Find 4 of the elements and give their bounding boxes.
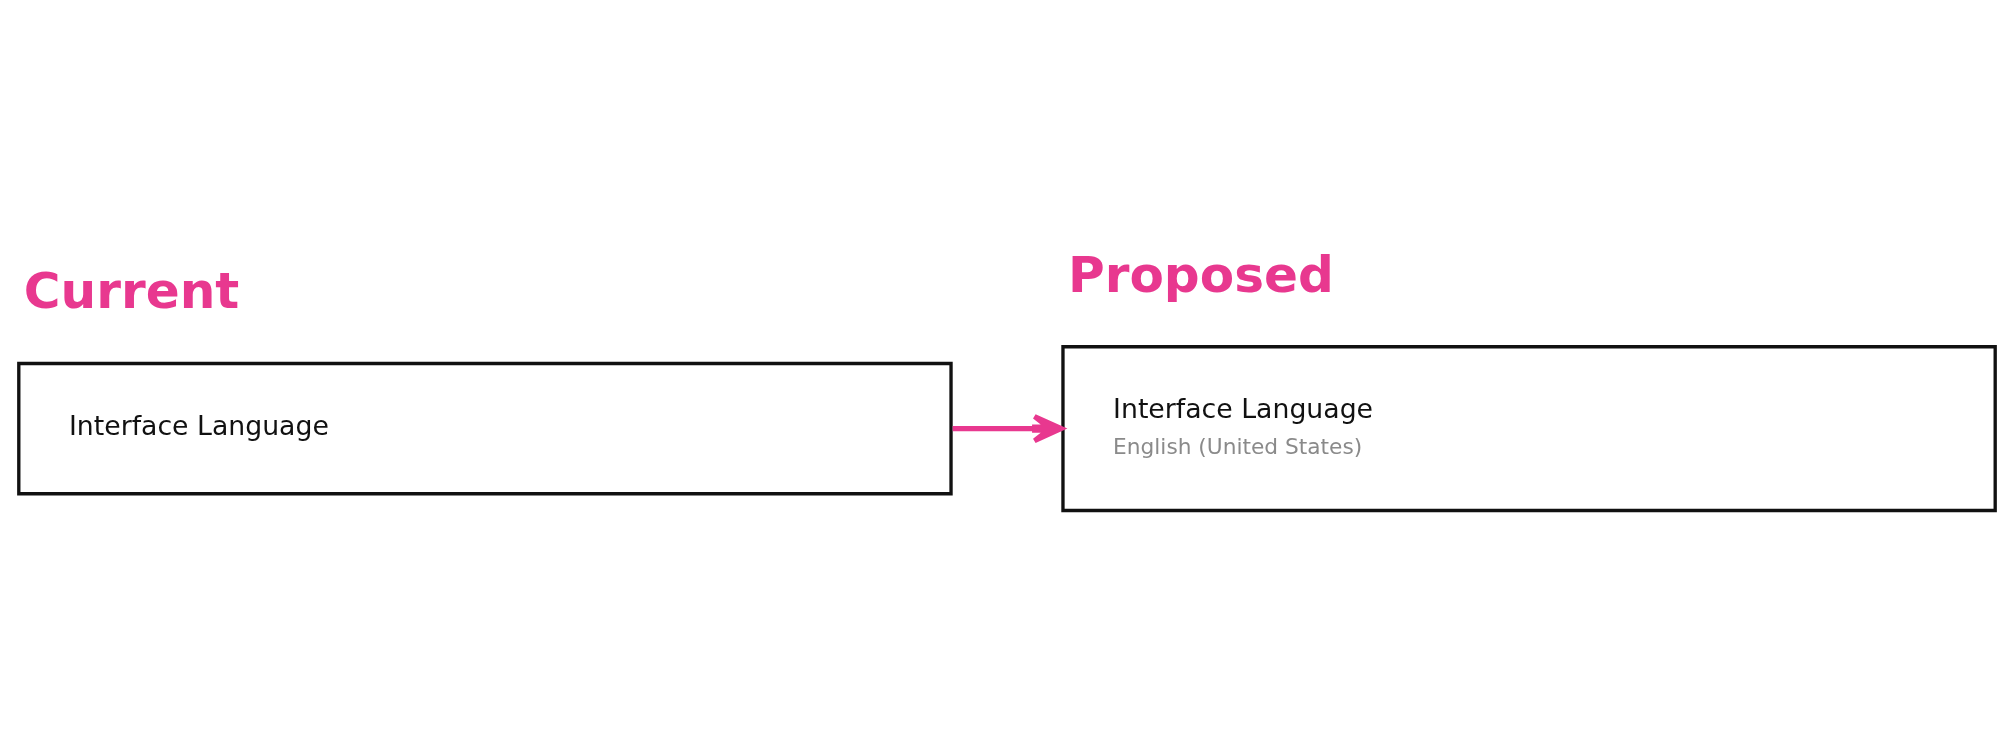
node-box: Interface Language English (United States) [1061, 344, 1997, 512]
node-box: Interface Language [17, 361, 953, 495]
node-label: Current [23, 260, 240, 320]
node-label: Proposed [1067, 244, 1334, 304]
